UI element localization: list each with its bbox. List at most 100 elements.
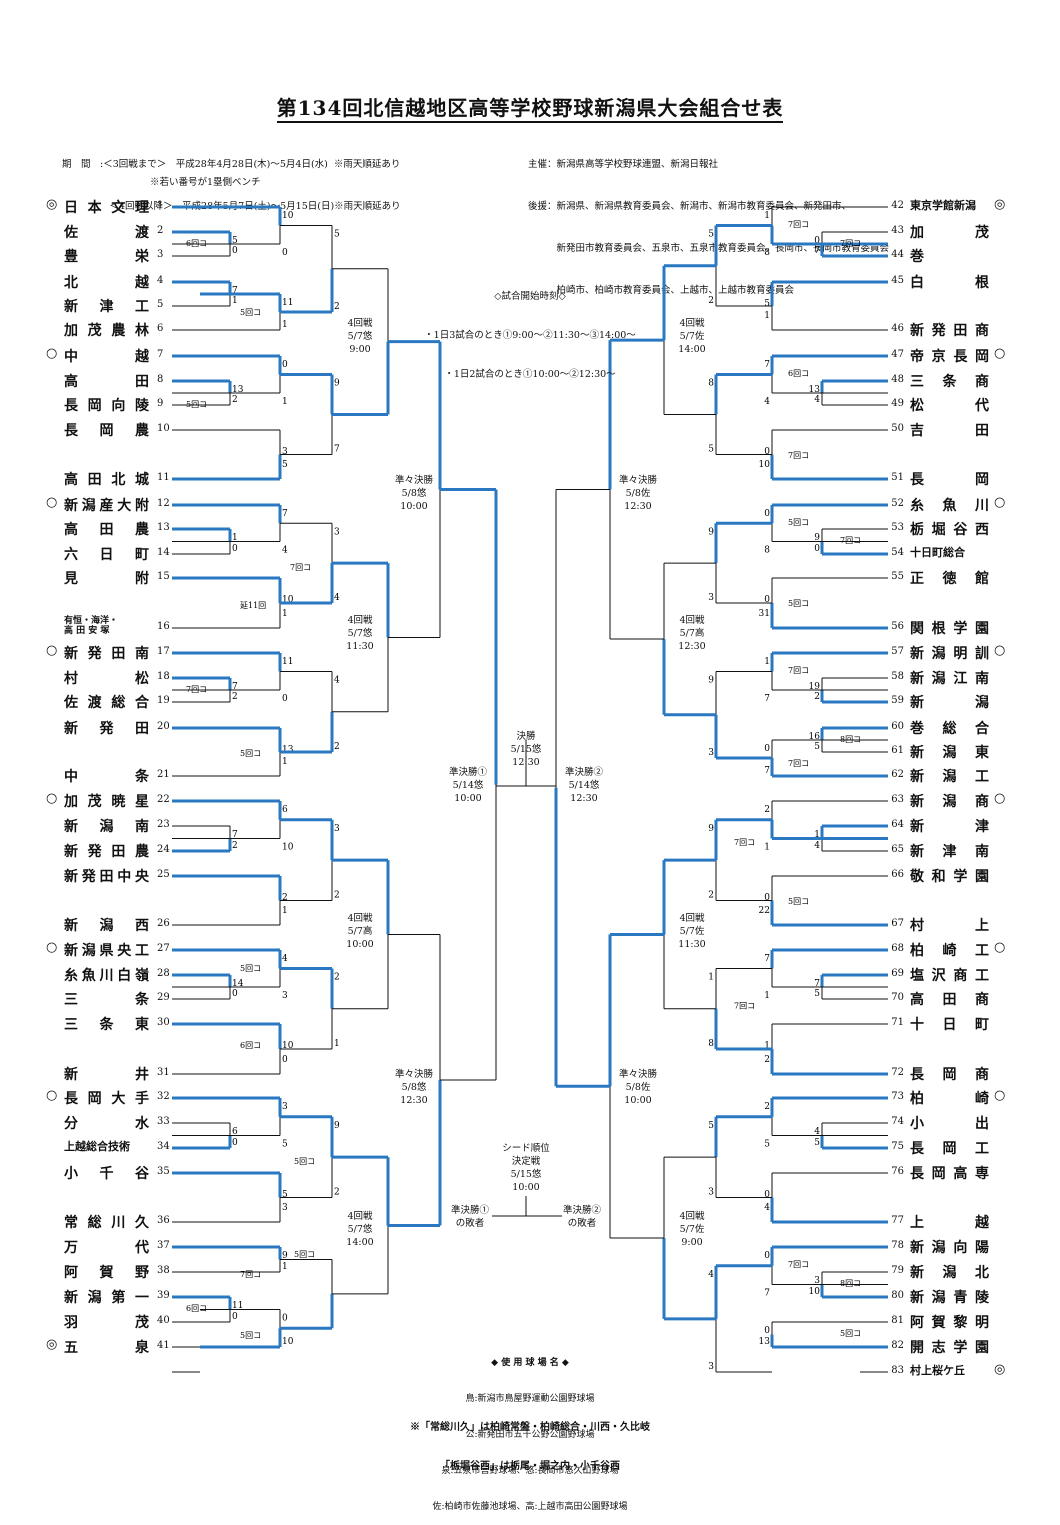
team-name: 加茂 <box>910 225 990 241</box>
team-number: 73 <box>891 1091 904 1102</box>
score-label: 10 <box>282 1041 294 1051</box>
team-number: 59 <box>891 695 904 706</box>
score-label: 0 <box>764 1190 770 1200</box>
seed-mark: ○ <box>46 495 58 510</box>
team-number: 15 <box>157 571 170 582</box>
team-number: 3 <box>157 249 164 260</box>
team-name: 小千谷 <box>64 1166 150 1182</box>
score-label: 7 <box>764 360 770 370</box>
score-label: 5 <box>708 1121 714 1131</box>
score-label: 10 <box>282 1337 294 1347</box>
team-number: 42 <box>891 200 904 211</box>
score-label: 3 <box>708 1362 714 1372</box>
score-label: 13 <box>232 385 244 395</box>
seed-mark: ○ <box>994 643 1006 658</box>
score-label: 0 <box>764 509 770 519</box>
score-label: 7 <box>814 246 820 256</box>
team-number: 28 <box>157 968 170 979</box>
team-number: 16 <box>157 621 170 632</box>
seed-mark: ○ <box>46 346 58 361</box>
score-label: 0 <box>232 544 238 554</box>
score-label: 7回コ <box>788 220 809 229</box>
team-name: 長岡工 <box>910 1141 990 1157</box>
team-name: 新津工 <box>64 299 150 315</box>
score-label: 7回コ <box>734 1002 755 1011</box>
team-name: 柏崎 <box>910 1091 990 1107</box>
team-number: 80 <box>891 1290 904 1301</box>
score-label: 22 <box>759 906 770 916</box>
score-label: 6回コ <box>240 1041 261 1050</box>
team-name: 関根学園 <box>910 621 990 637</box>
team-name: 新津南 <box>910 844 990 860</box>
seed-mark: ○ <box>994 346 1006 361</box>
score-label: 7回コ <box>290 563 311 572</box>
score-label: 8 <box>764 248 770 258</box>
team-number: 38 <box>157 1265 170 1276</box>
score-label: 延11回 <box>240 600 266 610</box>
score-label: 4 <box>282 954 288 964</box>
team-name: 三条東 <box>64 1017 150 1033</box>
score-label: 5回コ <box>240 749 261 758</box>
team-number: 8 <box>157 374 164 385</box>
seed-mark: ○ <box>46 791 58 806</box>
team-name: 新発田南 <box>64 646 150 662</box>
team-number: 36 <box>157 1215 170 1226</box>
team-number: 5 <box>157 299 164 310</box>
score-label: 2 <box>232 395 238 405</box>
score-label: 7 <box>764 1289 770 1299</box>
score-label: 7回コ <box>788 1260 809 1269</box>
score-label: 9 <box>282 1251 288 1261</box>
score-label: 1 <box>764 1041 770 1051</box>
score-label: 13 <box>809 385 821 395</box>
score-label: 7 <box>764 694 770 704</box>
score-label: 0 <box>814 236 820 246</box>
score-label: 1 <box>814 830 820 840</box>
team-name: 三条 <box>64 992 150 1008</box>
score-label: 7回コ <box>788 666 809 675</box>
score-label: 4 <box>282 546 288 556</box>
team-name: 栃堀谷西 <box>910 522 990 538</box>
team-number: 39 <box>157 1290 170 1301</box>
team-name: 長岡農 <box>64 423 150 439</box>
score-label: 0 <box>282 1055 288 1065</box>
team-number: 64 <box>891 819 904 830</box>
team-number: 71 <box>891 1017 904 1028</box>
team-number: 12 <box>157 498 170 509</box>
team-name: 高田北城 <box>64 472 150 488</box>
score-label: 3 <box>334 527 340 537</box>
score-label: 8 <box>708 1039 714 1049</box>
score-label: 1 <box>764 843 770 853</box>
team-name: 六日町 <box>64 547 150 563</box>
team-number: 68 <box>891 943 904 954</box>
score-label: 7 <box>814 979 820 989</box>
score-label: 0 <box>814 544 820 554</box>
score-label: 1 <box>232 296 238 306</box>
score-label: 3 <box>814 1276 820 1286</box>
team-name: 佐渡 <box>64 225 150 241</box>
score-label: 0 <box>232 1312 238 1322</box>
team-number: 52 <box>891 498 904 509</box>
team-number: 65 <box>891 844 904 855</box>
score-label: 4 <box>334 593 340 603</box>
score-label: 2 <box>764 1102 770 1112</box>
team-name: 万代 <box>64 1240 150 1256</box>
team-number: 75 <box>891 1141 904 1152</box>
score-label: 14 <box>232 979 244 989</box>
score-label: 5回コ <box>788 897 809 906</box>
team-number: 79 <box>891 1265 904 1276</box>
score-label: 9 <box>814 533 820 543</box>
team-number: 7 <box>157 349 164 360</box>
score-label: 10 <box>282 211 294 221</box>
team-number: 13 <box>157 522 170 533</box>
team-name: 新潟江南 <box>910 671 990 687</box>
team-number: 29 <box>157 992 170 1003</box>
team-number: 40 <box>157 1315 170 1326</box>
